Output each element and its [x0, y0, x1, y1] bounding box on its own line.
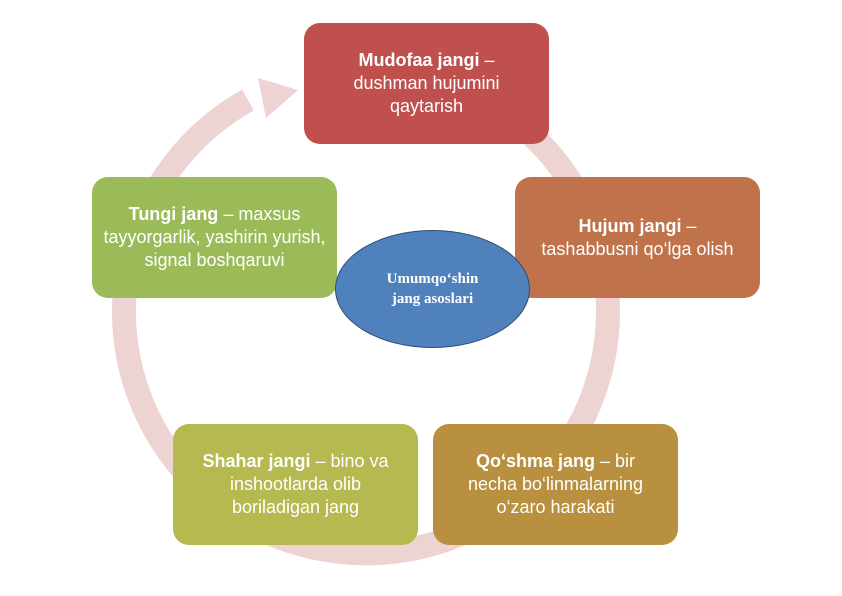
center-title-line1: Umumqo‘shin	[386, 271, 479, 287]
box-text: bir necha bo‘linmalarning o‘zaro harakat…	[467, 451, 644, 517]
center-ellipse: Umumqo‘shin jang asoslari	[335, 230, 530, 348]
box-separator: –	[479, 50, 495, 70]
box-text: maxsus tayyorgarlik, yashirin yurish, si…	[103, 204, 326, 270]
box-tungi-jang: Tungi jang – maxsus tayyorgarlik, yashir…	[92, 177, 337, 298]
cycle-arrowhead	[258, 78, 298, 118]
box-separator: –	[681, 215, 697, 236]
box-shahar-jangi: Shahar jangi – bino va inshootlarda olib…	[173, 424, 418, 545]
box-text: dushman hujumini qaytarish	[353, 73, 500, 116]
box-title: Hujum jangi	[578, 215, 682, 236]
box-text: tashabbusni qo‘lga olish	[541, 238, 734, 259]
box-qoshma-jang: Qo‘shma jang – bir necha bo‘linmalarning…	[433, 424, 678, 545]
box-mudofaa-jangi: Mudofaa jangi – dushman hujumini qaytari…	[304, 23, 549, 144]
box-title: Qo‘shma jang	[475, 451, 595, 471]
box-separator: –	[310, 451, 331, 471]
box-separator: –	[595, 451, 616, 471]
box-title: Shahar jangi	[202, 451, 311, 471]
box-text: bino va inshootlarda olib boriladigan ja…	[229, 451, 389, 517]
center-title-line2: jang asoslari	[391, 291, 474, 307]
box-title: Mudofaa jangi	[358, 50, 480, 70]
box-title: Tungi jang	[128, 204, 219, 224]
box-separator: –	[218, 204, 239, 224]
box-hujum-jangi: Hujum jangi – tashabbusni qo‘lga olish	[515, 177, 760, 298]
